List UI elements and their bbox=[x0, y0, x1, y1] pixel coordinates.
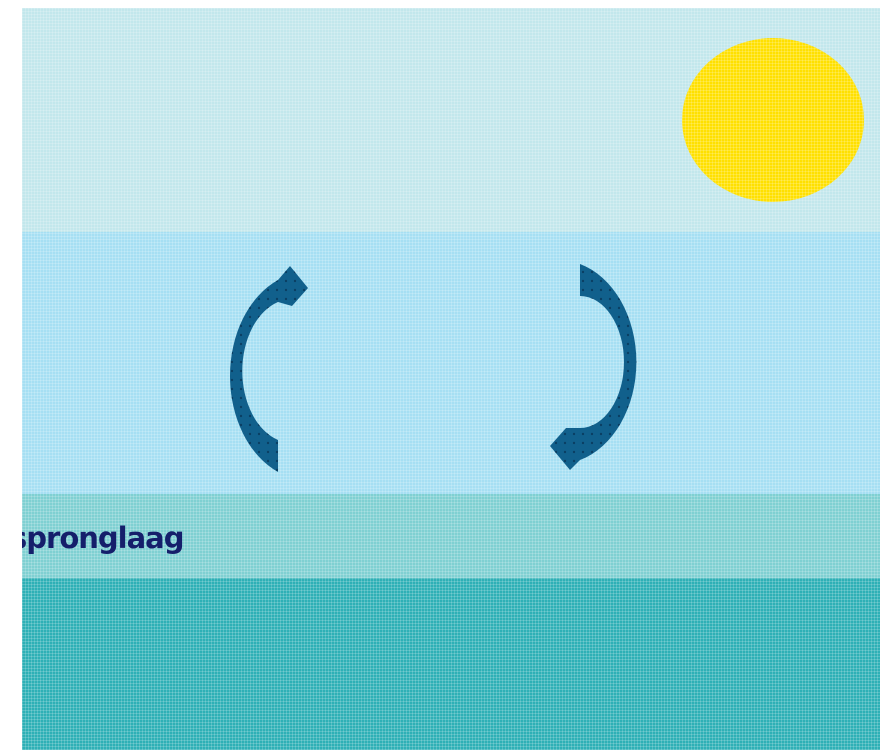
lake-stratification-diagram: spronglaag bbox=[22, 8, 880, 750]
circulation-arrow-right bbox=[550, 264, 636, 470]
circulation-arrow-left bbox=[230, 266, 308, 472]
thermocline-label: spronglaag bbox=[22, 524, 184, 553]
circulation-arrows bbox=[22, 8, 880, 750]
